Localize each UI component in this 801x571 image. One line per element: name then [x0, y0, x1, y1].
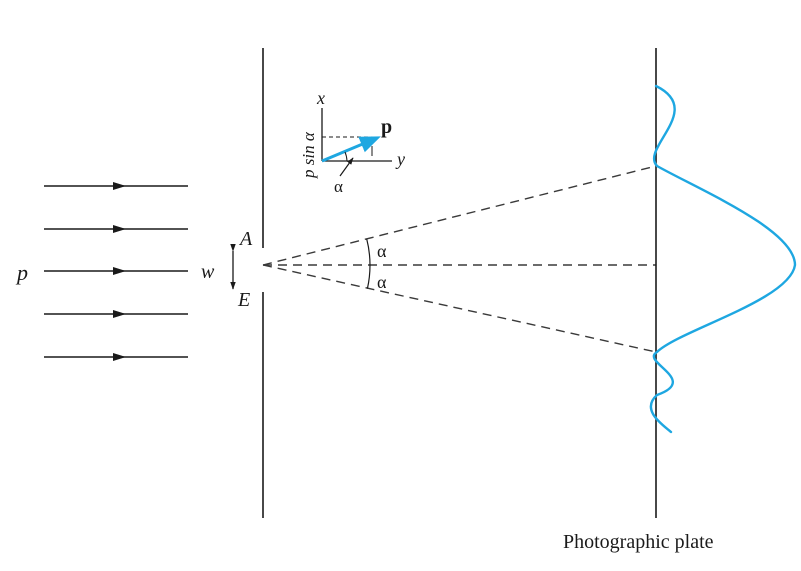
- angle-upper-label: α: [377, 241, 387, 261]
- ray-lower: [262, 264, 657, 353]
- beam-arrow-4: [113, 310, 126, 318]
- inset-axis-y-label: y: [395, 149, 405, 169]
- angle-arc-upper: [366, 238, 371, 266]
- edge-top-label: A: [238, 228, 253, 250]
- inset-momentum-vector: [321, 136, 381, 163]
- slit-width-label: w: [201, 261, 215, 283]
- intensity-pattern: [649, 84, 797, 434]
- beam-arrow-5: [113, 353, 126, 361]
- angle-arcs: [366, 238, 371, 289]
- beam-arrow-3: [113, 267, 126, 275]
- dashed-rays: [262, 165, 657, 353]
- momentum-inset: [321, 108, 392, 177]
- angle-arc-lower: [366, 264, 371, 289]
- beam-arrowheads: [113, 182, 126, 361]
- inset-vector-label: p: [381, 116, 392, 138]
- inset-axis-x-label: x: [316, 88, 325, 108]
- beam-arrow-2: [113, 225, 126, 233]
- edge-bottom-label: E: [237, 289, 250, 311]
- inset-angle-pointer: [339, 157, 354, 177]
- momentum-label: p: [15, 260, 28, 285]
- angle-lower-label: α: [377, 272, 387, 292]
- beam-arrow-1: [113, 182, 126, 190]
- photographic-plate-label: Photographic plate: [563, 531, 714, 553]
- ray-upper: [262, 165, 657, 266]
- inset-angle-label: α: [334, 177, 343, 196]
- inset-angle-arc: [344, 151, 348, 162]
- inset-component-label: p sin α: [299, 131, 318, 179]
